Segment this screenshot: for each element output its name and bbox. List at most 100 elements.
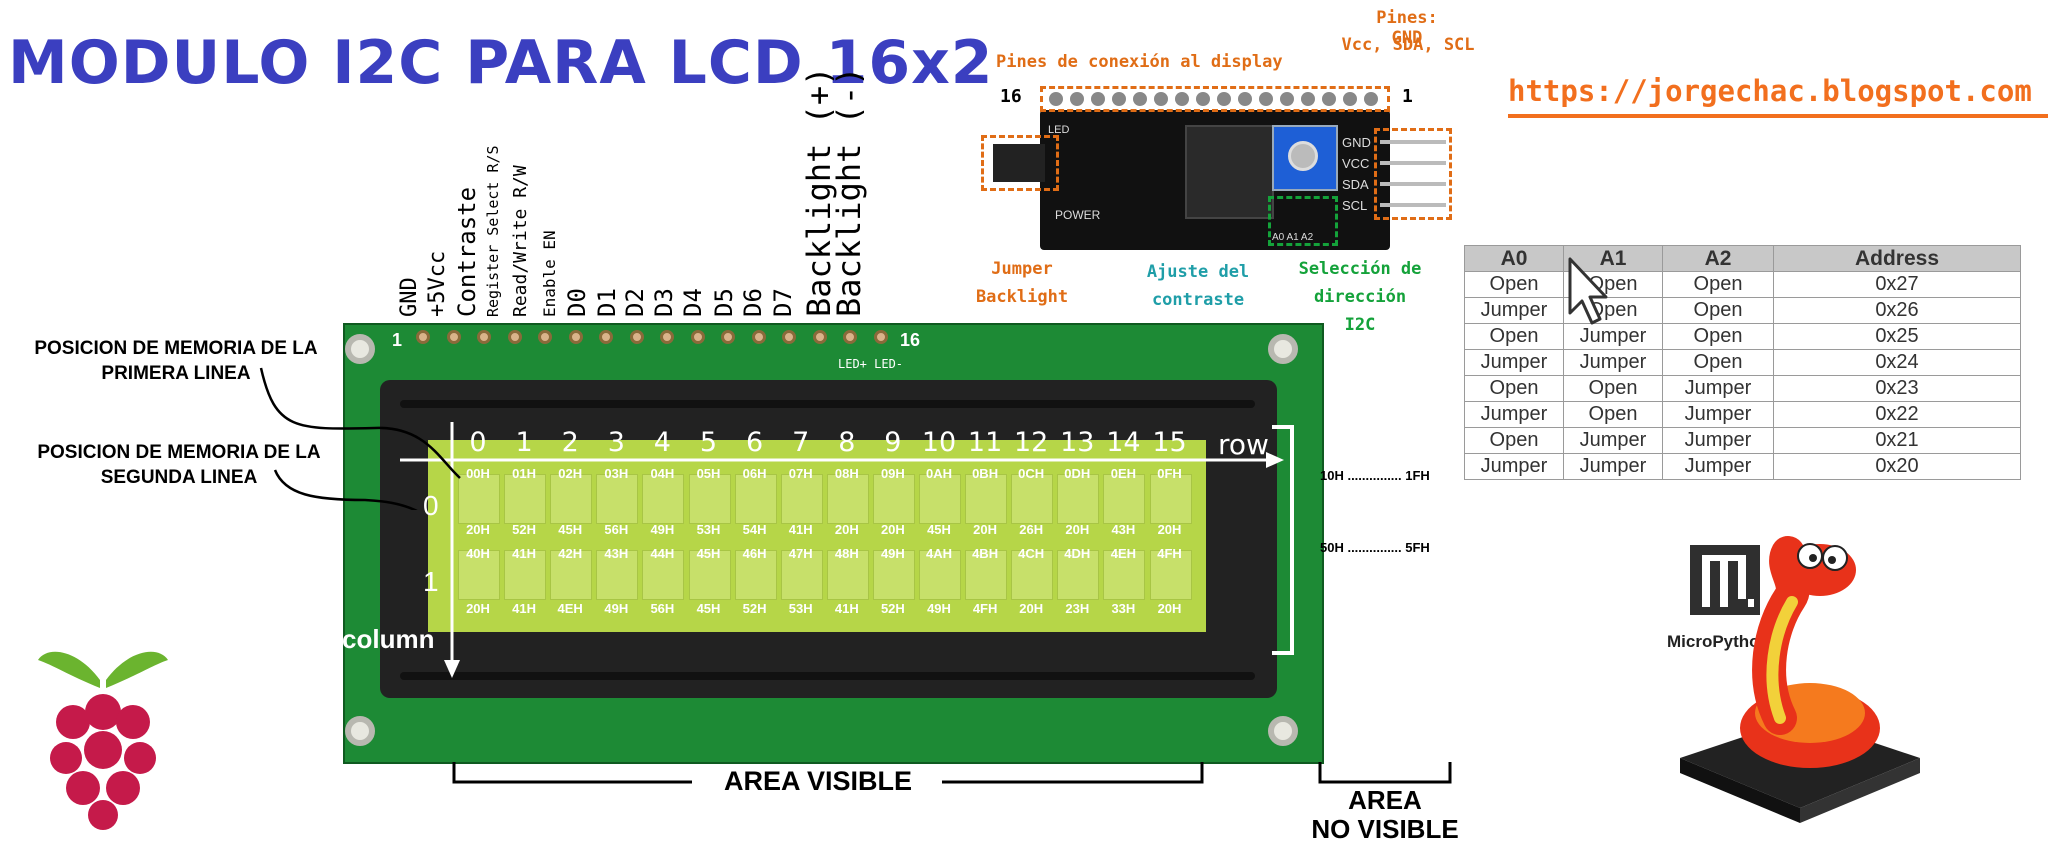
pin-label-holder: +5Vcc — [428, 316, 429, 317]
pin-label-holder: Backlight (+) — [806, 316, 807, 317]
address-table-cell: Jumper — [1465, 454, 1564, 480]
address-table-cell: 0x22 — [1774, 402, 2021, 428]
memory-address-label: 20H — [824, 522, 870, 537]
memory-address-label: 4CH — [1008, 546, 1054, 561]
address-table-cell: Jumper — [1465, 350, 1564, 376]
memory-address-label: 54H — [732, 522, 778, 537]
row-arrow — [398, 448, 1288, 472]
module-header-pin — [1154, 92, 1168, 106]
memory-address-label: 20H — [1147, 601, 1193, 616]
hidden-line1-range: 10H ............... 1FH — [1320, 468, 1430, 483]
memory-address-label: 41H — [824, 601, 870, 616]
address-table-cell: 0x20 — [1774, 454, 2021, 480]
module-header-pin — [1259, 92, 1273, 106]
pin-label: D1 — [593, 288, 621, 317]
memory-address-label: 44H — [639, 546, 685, 561]
pin-label: +5Vcc — [425, 251, 450, 317]
address-table-cell: Jumper — [1663, 376, 1774, 402]
memory-address-label: 45H — [686, 601, 732, 616]
address-table-row: OpenOpenJumper0x23 — [1465, 376, 2021, 402]
pin-label-holder: D1 — [597, 316, 598, 317]
area-no-visible-label: AREA NO VISIBLE — [1290, 786, 1480, 844]
row-axis-label: row — [1218, 428, 1269, 461]
memory-address-label: 41H — [501, 601, 547, 616]
memory-address-label: 49H — [916, 601, 962, 616]
pin-label: Read/Write R/W — [510, 165, 531, 317]
pin-label: D4 — [679, 288, 707, 317]
memory-address-label: 52H — [870, 601, 916, 616]
module-header-pin — [1049, 92, 1063, 106]
pin-label-holder: D6 — [743, 316, 744, 317]
address-table-cell: Open — [1465, 324, 1564, 350]
module-header-pin — [1133, 92, 1147, 106]
pin-vcc: VCC — [1342, 153, 1371, 174]
pin-label-holder: D3 — [654, 316, 655, 317]
pin-label: D3 — [650, 288, 678, 317]
lcd-character-cell — [781, 474, 823, 524]
header-a0: A0 — [1465, 246, 1564, 272]
pin-label-holder: D0 — [567, 316, 568, 317]
pin-label-holder: D2 — [625, 316, 626, 317]
header-address: Address — [1774, 246, 2021, 272]
lcd-pin-hole — [599, 330, 613, 344]
module-header-pin — [1217, 92, 1231, 106]
lcd-character-cell — [1150, 474, 1192, 524]
memory-address-label: 41H — [501, 546, 547, 561]
memory-address-label: 45H — [916, 522, 962, 537]
lcd-pin-hole — [630, 330, 644, 344]
pin-label: D5 — [710, 288, 738, 317]
lcd-pin-hole — [660, 330, 674, 344]
address-table-row: OpenOpenOpen0x27 — [1465, 272, 2021, 298]
memory-address-label: 20H — [1147, 522, 1193, 537]
pin-label: Enable EN — [540, 230, 559, 317]
lcd-pin-hole — [569, 330, 583, 344]
lcd-pin16-label: 16 — [900, 330, 920, 351]
lcd-pin-hole — [721, 330, 735, 344]
address-table-cell: Open — [1663, 272, 1774, 298]
module-header-pin — [1112, 92, 1126, 106]
lcd-pin-hole — [752, 330, 766, 344]
memory-address-label: 4BH — [962, 546, 1008, 561]
memory-address-label: 20H — [962, 522, 1008, 537]
address-table-cell: 0x26 — [1774, 298, 2021, 324]
memory-address-label: 20H — [1008, 601, 1054, 616]
memory-address-label: 47H — [778, 546, 824, 561]
hidden-line2-range: 50H ............... 5FH — [1320, 540, 1430, 555]
pin-label-holder: Backlight (-) — [836, 316, 837, 317]
lcd-character-cell — [1011, 474, 1053, 524]
address-pad-labels: A0 A1 A2 — [1272, 232, 1313, 243]
memory-address-label: 53H — [778, 601, 824, 616]
memory-address-label: 49H — [870, 546, 916, 561]
memory-address-label: 45H — [547, 522, 593, 537]
module-header-pin — [1322, 92, 1336, 106]
address-table-row: JumperOpenOpen0x26 — [1465, 298, 2021, 324]
lcd-pin-hole — [813, 330, 827, 344]
module-pin1-label: 1 — [1402, 86, 1413, 107]
address-table-cell: Open — [1465, 428, 1564, 454]
memory-address-label: 4FH — [1147, 546, 1193, 561]
lcd-pin-hole — [843, 330, 857, 344]
memory-address-label: 46H — [732, 546, 778, 561]
memory-address-label: 43H — [593, 546, 639, 561]
module-header-pin — [1343, 92, 1357, 106]
address-table-row: JumperJumperOpen0x24 — [1465, 350, 2021, 376]
pin-label: Register Select R/S — [484, 145, 502, 317]
pin-label-holder: Contraste — [457, 316, 458, 317]
row-number-1: 1 — [423, 566, 439, 598]
address-table-cell: Open — [1465, 272, 1564, 298]
display-pin-header — [1040, 86, 1390, 112]
memory-address-label: 53H — [686, 522, 732, 537]
jumper-label-line1: Jumper — [972, 255, 1072, 283]
blog-url-link[interactable]: https://jorgechac.blogspot.com — [1508, 74, 2032, 108]
pin-label: D2 — [621, 288, 649, 317]
address-table-cell: Jumper — [1564, 428, 1663, 454]
module-header-pin — [1301, 92, 1315, 106]
memory-address-label: 56H — [593, 522, 639, 537]
address-table-wrapper: A0 A1 A2 Address OpenOpenOpen0x27JumperO… — [1464, 245, 2021, 480]
address-table-cell: 0x25 — [1774, 324, 2021, 350]
hidden-area-bracket — [1270, 425, 1300, 657]
address-table-cell: Open — [1663, 298, 1774, 324]
address-table-cell: 0x23 — [1774, 376, 2021, 402]
memory-address-label: 4DH — [1054, 546, 1100, 561]
header-a2: A2 — [1663, 246, 1774, 272]
